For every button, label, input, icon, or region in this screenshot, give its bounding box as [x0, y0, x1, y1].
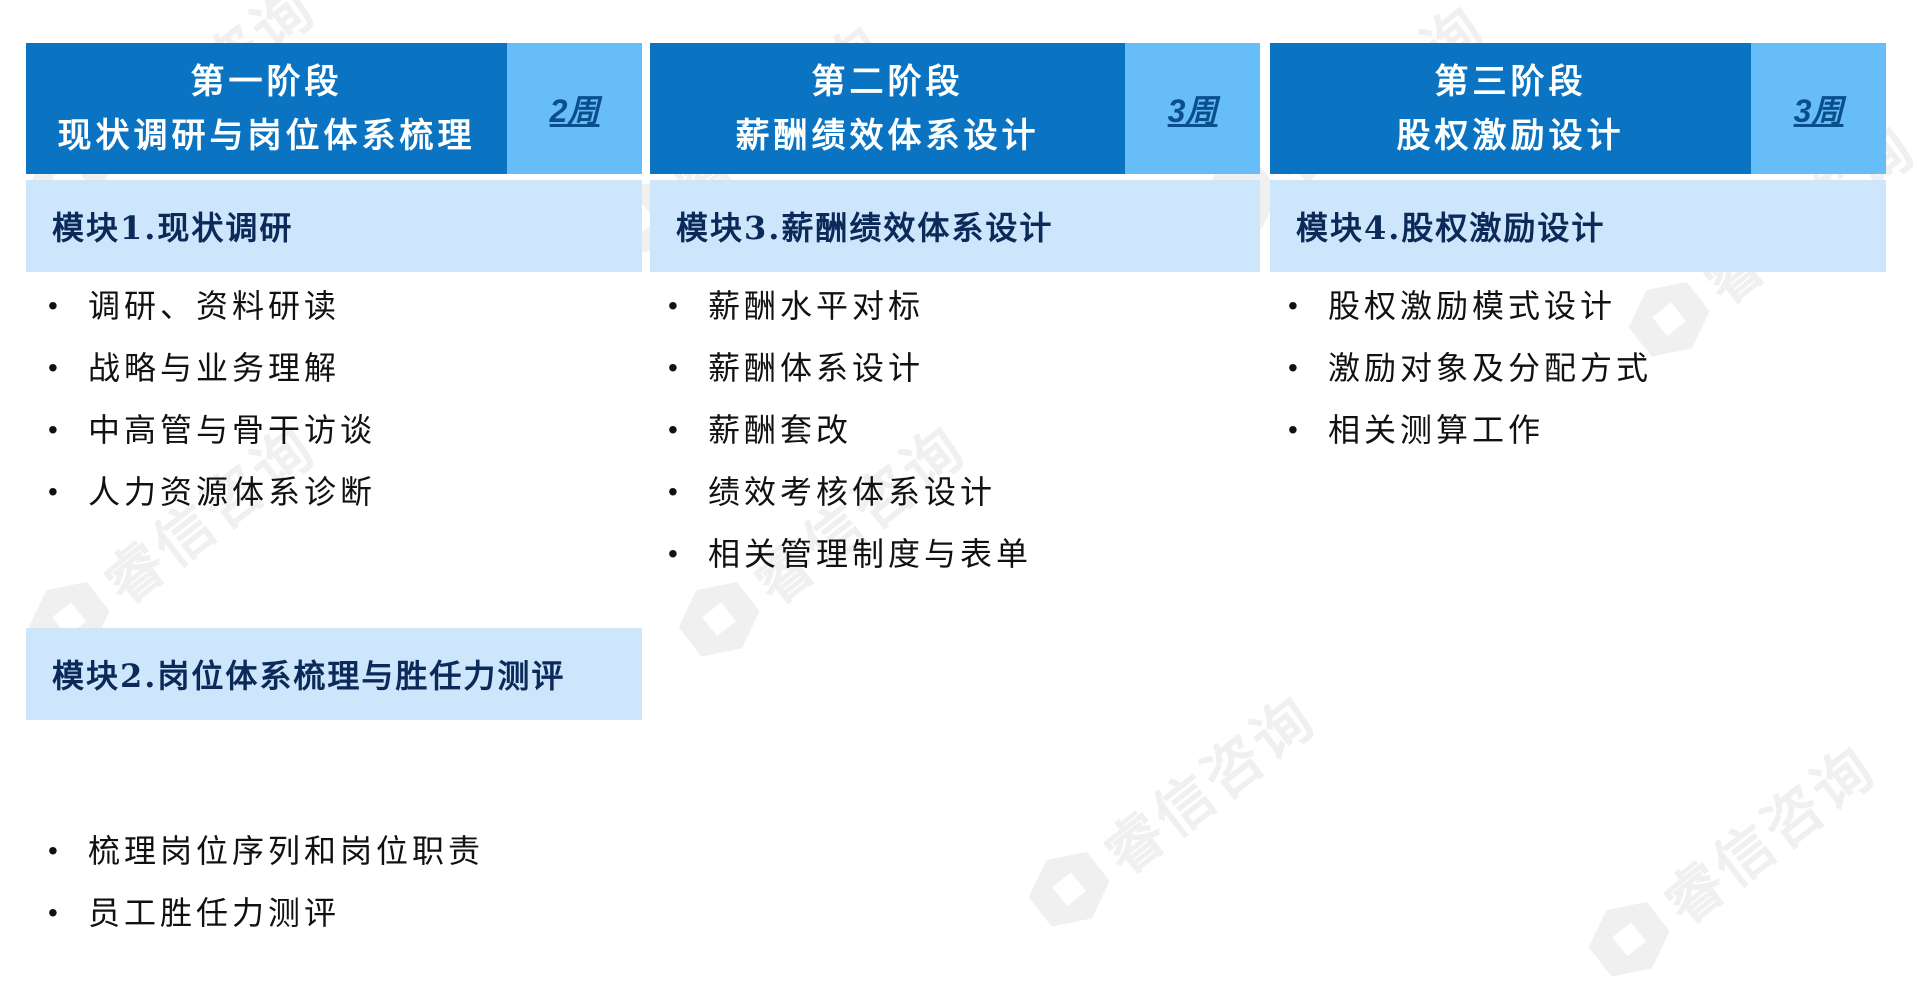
stage-2-header: 第二阶段 薪酬绩效体系设计 3周 [650, 43, 1260, 174]
list-item: 绩效考核体系设计 [646, 461, 1032, 523]
watermark-text: 睿信咨询 [1651, 732, 1889, 939]
stage-1-title-line1: 第一阶段 [190, 61, 343, 102]
list-item: 相关测算工作 [1266, 399, 1652, 461]
module-2-list: 梳理岗位序列和岗位职责 员工胜任力测评 [26, 820, 484, 944]
watermark: 睿信咨询 [1574, 722, 1890, 995]
watermark: 睿信咨询 [1014, 672, 1330, 945]
list-item: 人力资源体系诊断 [26, 461, 376, 523]
module-1-list: 调研、资料研读 战略与业务理解 中高管与骨干访谈 人力资源体系诊断 [26, 275, 376, 523]
stage-2-title-line2: 薪酬绩效体系设计 [735, 115, 1040, 156]
stage-2-title: 第二阶段 薪酬绩效体系设计 [650, 43, 1125, 174]
list-item: 中高管与骨干访谈 [26, 399, 376, 461]
list-item: 薪酬套改 [646, 399, 1032, 461]
list-item: 相关管理制度与表单 [646, 523, 1032, 585]
stage-3-title: 第三阶段 股权激励设计 [1270, 43, 1751, 174]
module-4-title: 模块4.股权激励设计 [1270, 180, 1886, 272]
stage-3-title-line2: 股权激励设计 [1396, 115, 1625, 156]
stage-1-title: 第一阶段 现状调研与岗位体系梳理 [26, 43, 507, 174]
module-3-title: 模块3.薪酬绩效体系设计 [650, 180, 1260, 272]
list-item: 战略与业务理解 [26, 337, 376, 399]
list-item: 股权激励模式设计 [1266, 275, 1652, 337]
stage-3-title-line1: 第三阶段 [1434, 61, 1587, 102]
watermark-logo-icon [1577, 887, 1681, 991]
module-3-list: 薪酬水平对标 薪酬体系设计 薪酬套改 绩效考核体系设计 相关管理制度与表单 [646, 275, 1032, 585]
module-2-title: 模块2.岗位体系梳理与胜任力测评 [26, 628, 642, 720]
stage-3-duration: 3周 [1751, 43, 1886, 174]
stage-1-header: 第一阶段 现状调研与岗位体系梳理 2周 [26, 43, 642, 174]
module-1-title: 模块1.现状调研 [26, 180, 642, 272]
watermark-text: 睿信咨询 [1091, 682, 1329, 889]
list-item: 薪酬水平对标 [646, 275, 1032, 337]
list-item: 薪酬体系设计 [646, 337, 1032, 399]
module-4-list: 股权激励模式设计 激励对象及分配方式 相关测算工作 [1266, 275, 1652, 461]
list-item: 员工胜任力测评 [26, 882, 484, 944]
watermark-logo-icon [1017, 837, 1121, 941]
stage-2-duration: 3周 [1125, 43, 1260, 174]
stage-2-title-line1: 第二阶段 [811, 61, 964, 102]
list-item: 激励对象及分配方式 [1266, 337, 1652, 399]
stage-1-duration-label: 2周 [549, 92, 600, 129]
stage-1-duration: 2周 [507, 43, 642, 174]
list-item: 调研、资料研读 [26, 275, 376, 337]
stage-3-header: 第三阶段 股权激励设计 3周 [1270, 43, 1886, 174]
stage-1-title-line2: 现状调研与岗位体系梳理 [57, 115, 476, 156]
list-item: 梳理岗位序列和岗位职责 [26, 820, 484, 882]
stage-3-duration-label: 3周 [1793, 92, 1844, 129]
stage-2-duration-label: 3周 [1167, 92, 1218, 129]
